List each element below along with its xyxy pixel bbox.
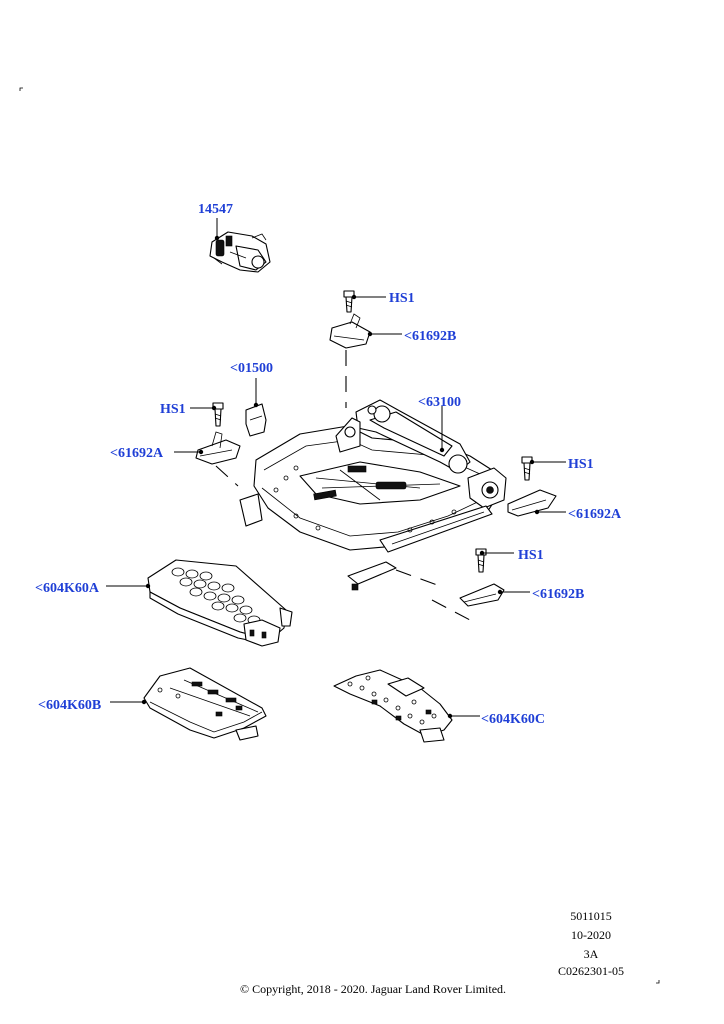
module-604k60c xyxy=(333,669,453,743)
callout-63100: <63100 xyxy=(418,395,461,410)
callout-hs1-bottom: HS1 xyxy=(518,548,544,563)
seat-slide-rail xyxy=(347,561,397,591)
revision-code: 3A xyxy=(583,947,599,961)
revision-date: 10-2020 xyxy=(571,928,611,942)
module-604k60a xyxy=(147,559,293,647)
callout-hs1-right: HS1 xyxy=(568,457,594,472)
callout-61692a-left: <61692A xyxy=(110,446,164,461)
bracket-61692b-bottom xyxy=(459,583,505,607)
clip-part-01500 xyxy=(245,403,267,437)
corner-mark-bottom-right xyxy=(656,980,660,984)
callout-14547: 14547 xyxy=(198,202,233,217)
dash-line-rail-lower xyxy=(431,599,471,621)
callout-61692a-right: <61692A xyxy=(568,507,622,522)
callout-hs1-top: HS1 xyxy=(389,291,415,306)
bolt-hs1-right xyxy=(521,456,533,481)
corner-mark-top-left xyxy=(19,87,23,91)
copyright-notice: © Copyright, 2018 - 2020. Jaguar Land Ro… xyxy=(239,982,507,996)
reference-number: 5011015 xyxy=(570,909,612,923)
callout-604k60c: <604K60C xyxy=(481,712,545,727)
bracket-61692a-right xyxy=(507,489,557,517)
callout-hs1-left: HS1 xyxy=(160,402,186,417)
dash-line-rail xyxy=(395,569,441,587)
motor-part-14547 xyxy=(209,231,271,273)
drawing-code: C0262301-05 xyxy=(558,964,624,978)
callout-61692b-bottom: <61692B xyxy=(532,587,584,602)
callout-01500: <01500 xyxy=(230,361,273,376)
callout-61692b-top: <61692B xyxy=(404,329,456,344)
dash-line-left xyxy=(215,465,239,487)
bracket-61692b-top xyxy=(329,313,371,349)
module-604k60b xyxy=(143,667,267,741)
callout-604k60b: <604K60B xyxy=(38,698,101,713)
callout-604k60a: <604K60A xyxy=(35,581,100,596)
bolt-hs1-top xyxy=(343,290,355,313)
seat-frame-63100 xyxy=(239,399,507,553)
bracket-61692a-left xyxy=(195,431,241,465)
